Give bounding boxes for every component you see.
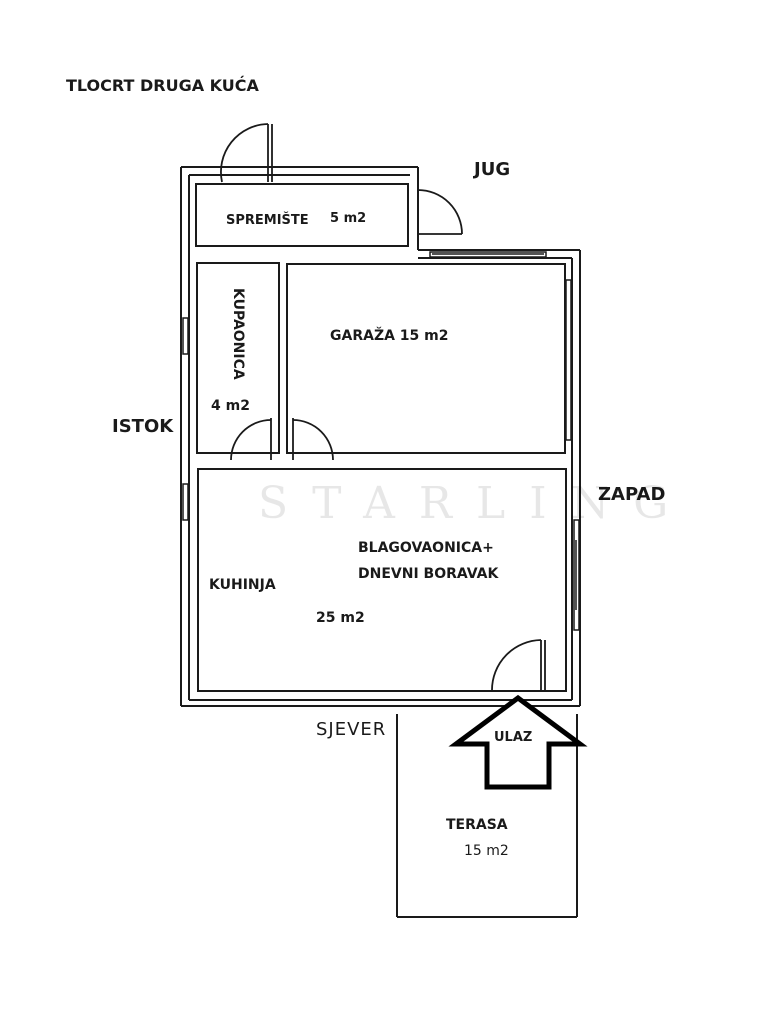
compass-east: ISTOK xyxy=(112,416,174,437)
terrace-area: 15 m2 xyxy=(464,843,509,859)
plan-title: TLOCRT DRUGA KUĆA xyxy=(66,76,259,95)
living-label-line2: DNEVNI BORAVAK xyxy=(358,566,499,582)
compass-south: JUG xyxy=(474,159,511,180)
windows xyxy=(182,251,580,631)
garage-label: GARAŽA 15 m2 xyxy=(330,328,449,344)
compass-north: SJEVER xyxy=(316,719,387,740)
entrance-label: ULAZ xyxy=(494,730,533,745)
storage-area: 5 m2 xyxy=(330,211,367,226)
watermark: STARLING xyxy=(258,478,693,529)
kitchen-label: KUHINJA xyxy=(209,577,276,593)
terrace-name: TERASA xyxy=(446,817,508,833)
entrance-arrow xyxy=(448,694,588,790)
living-label-line1: BLAGOVAONICA+ xyxy=(358,540,494,556)
living-room xyxy=(197,468,567,692)
storage-room xyxy=(195,183,409,247)
doors xyxy=(220,123,546,691)
bathroom-area: 4 m2 xyxy=(211,398,250,414)
bathroom xyxy=(196,262,280,454)
storage-name: SPREMIŠTE xyxy=(226,213,309,228)
living-area: 25 m2 xyxy=(316,610,365,626)
bathroom-name: KUPAONICA xyxy=(230,288,246,380)
garage xyxy=(286,263,566,454)
terrace xyxy=(396,714,578,918)
outer-walls xyxy=(180,166,581,707)
compass-west: ZAPAD xyxy=(598,484,666,505)
